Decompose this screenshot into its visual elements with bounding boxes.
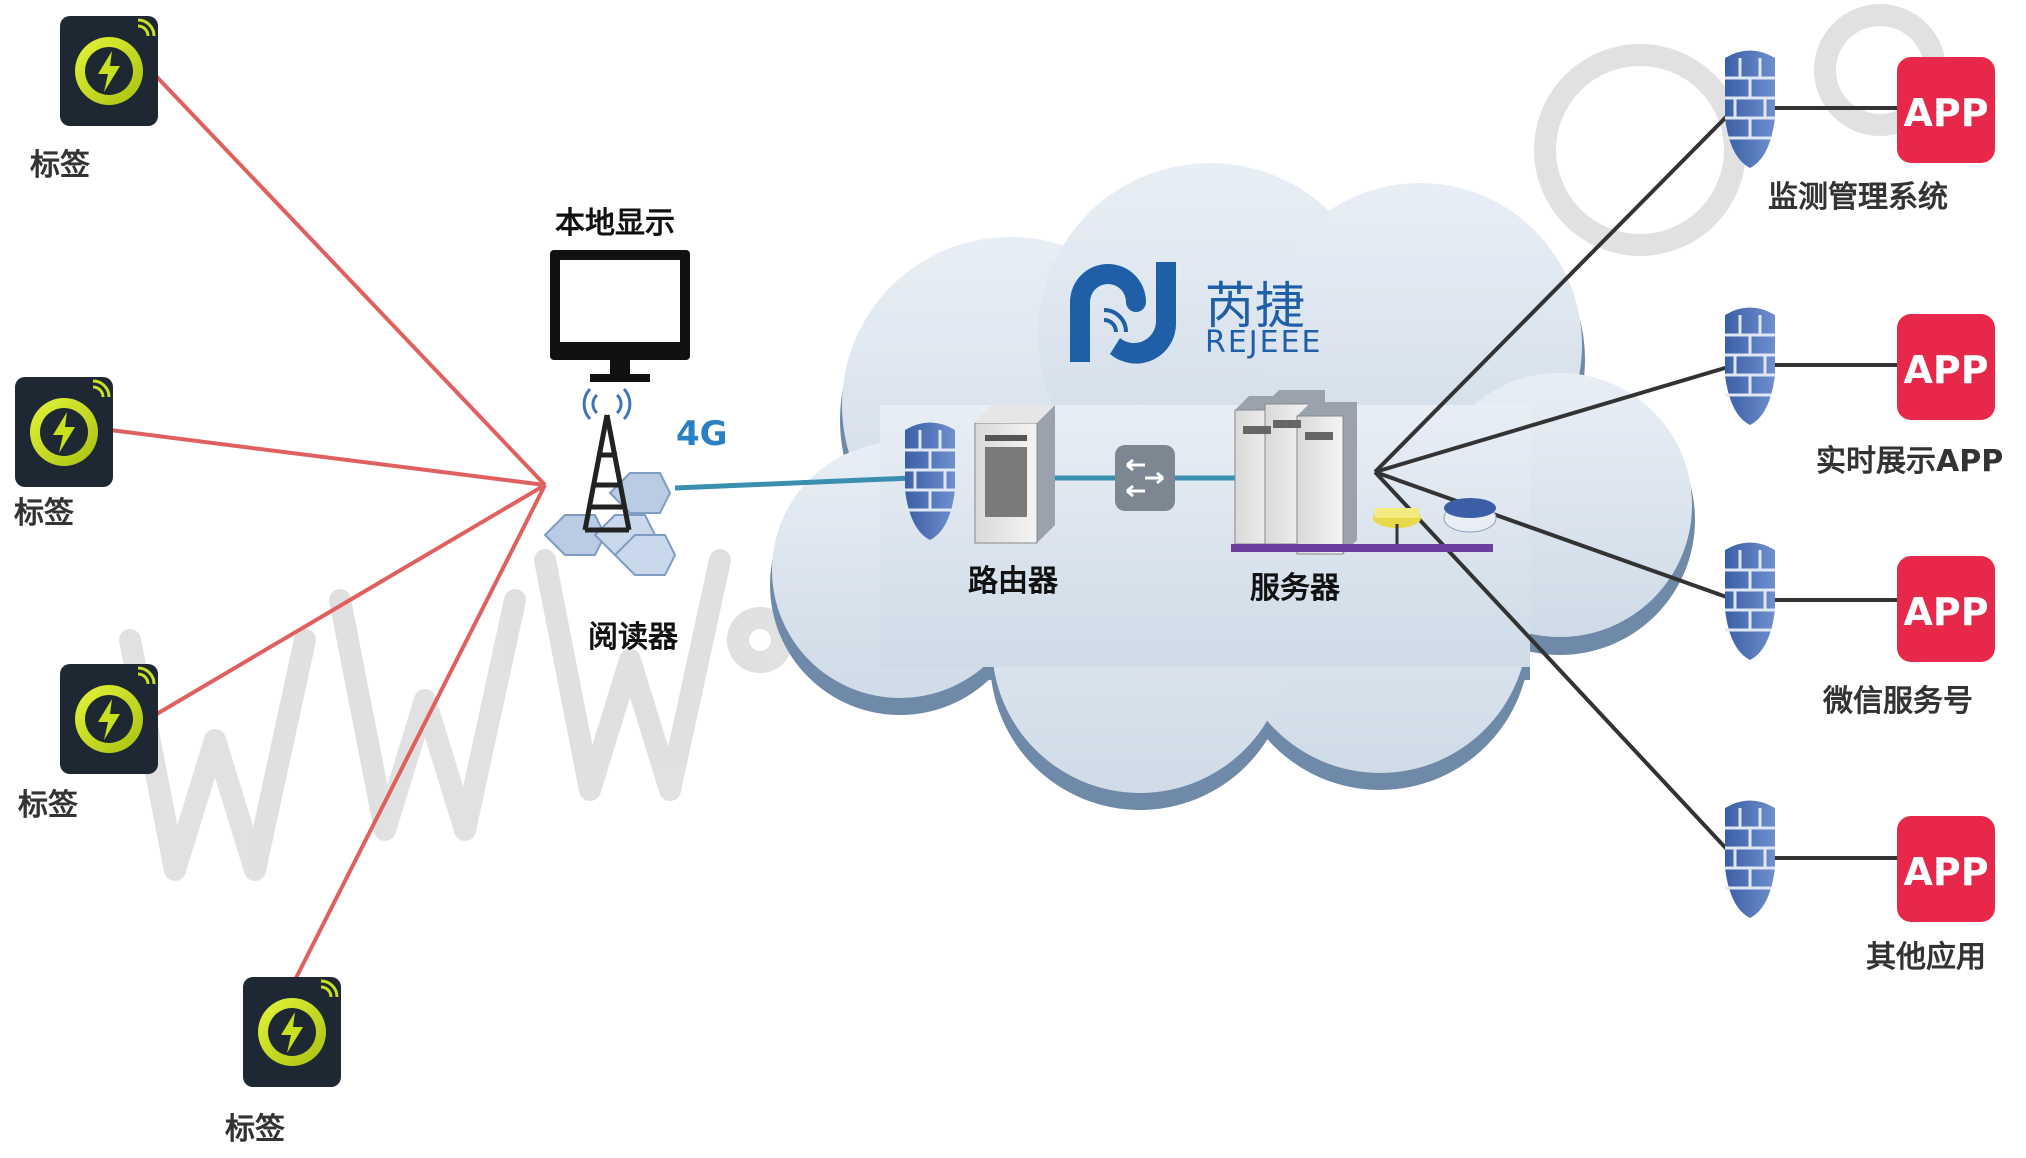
tag-icon-3 xyxy=(60,664,158,774)
brand-logo-icon xyxy=(1070,262,1177,364)
app-links xyxy=(1373,106,1900,860)
firewall-icon xyxy=(1725,50,1775,168)
app-label: 实时展示APP xyxy=(1816,444,2004,479)
svg-text:APP: APP xyxy=(1903,590,1988,634)
firewall-icon xyxy=(1725,307,1775,425)
app-label: 其他应用 xyxy=(1866,940,1986,975)
router-icon xyxy=(974,405,1055,544)
switch-icon xyxy=(1115,445,1175,511)
svg-text:APP: APP xyxy=(1903,91,1988,135)
tag-label: 标签 xyxy=(30,148,90,183)
firewall-icon xyxy=(1725,542,1775,660)
reader-label: 阅读器 xyxy=(588,620,678,655)
server-icon xyxy=(1231,390,1497,555)
tag-icon-4 xyxy=(243,977,341,1087)
app-tile-1: APP xyxy=(1897,57,1995,163)
tag-label: 标签 xyxy=(14,496,74,531)
monitor-icon xyxy=(550,250,690,382)
tag-label: 标签 xyxy=(18,788,78,823)
tag-icon-2 xyxy=(15,377,113,487)
app-label: 微信服务号 xyxy=(1823,684,1973,719)
firewall-icon xyxy=(1725,800,1775,918)
svg-text:APP: APP xyxy=(1903,348,1988,392)
tag-icon-1 xyxy=(60,16,158,126)
app-tile-2: APP xyxy=(1897,314,1995,420)
server-label: 服务器 xyxy=(1250,571,1340,606)
svg-text:APP: APP xyxy=(1903,850,1988,894)
app-tile-4: APP xyxy=(1897,816,1995,922)
app-label: 监测管理系统 xyxy=(1768,180,1948,215)
reader-router-link xyxy=(674,475,913,491)
network-type-label: 4G xyxy=(676,414,728,454)
local-display-label: 本地显示 xyxy=(555,206,675,241)
tag-label: 标签 xyxy=(225,1112,285,1147)
brand-name-en: REJEEE xyxy=(1205,325,1323,360)
reader-tower-icon xyxy=(543,387,677,576)
router-label: 路由器 xyxy=(968,564,1058,599)
app-tile-3: APP xyxy=(1897,556,1995,662)
tag-links xyxy=(109,73,547,981)
firewall-icon xyxy=(905,422,955,540)
brand-name-cn: 芮捷 xyxy=(1205,277,1305,335)
